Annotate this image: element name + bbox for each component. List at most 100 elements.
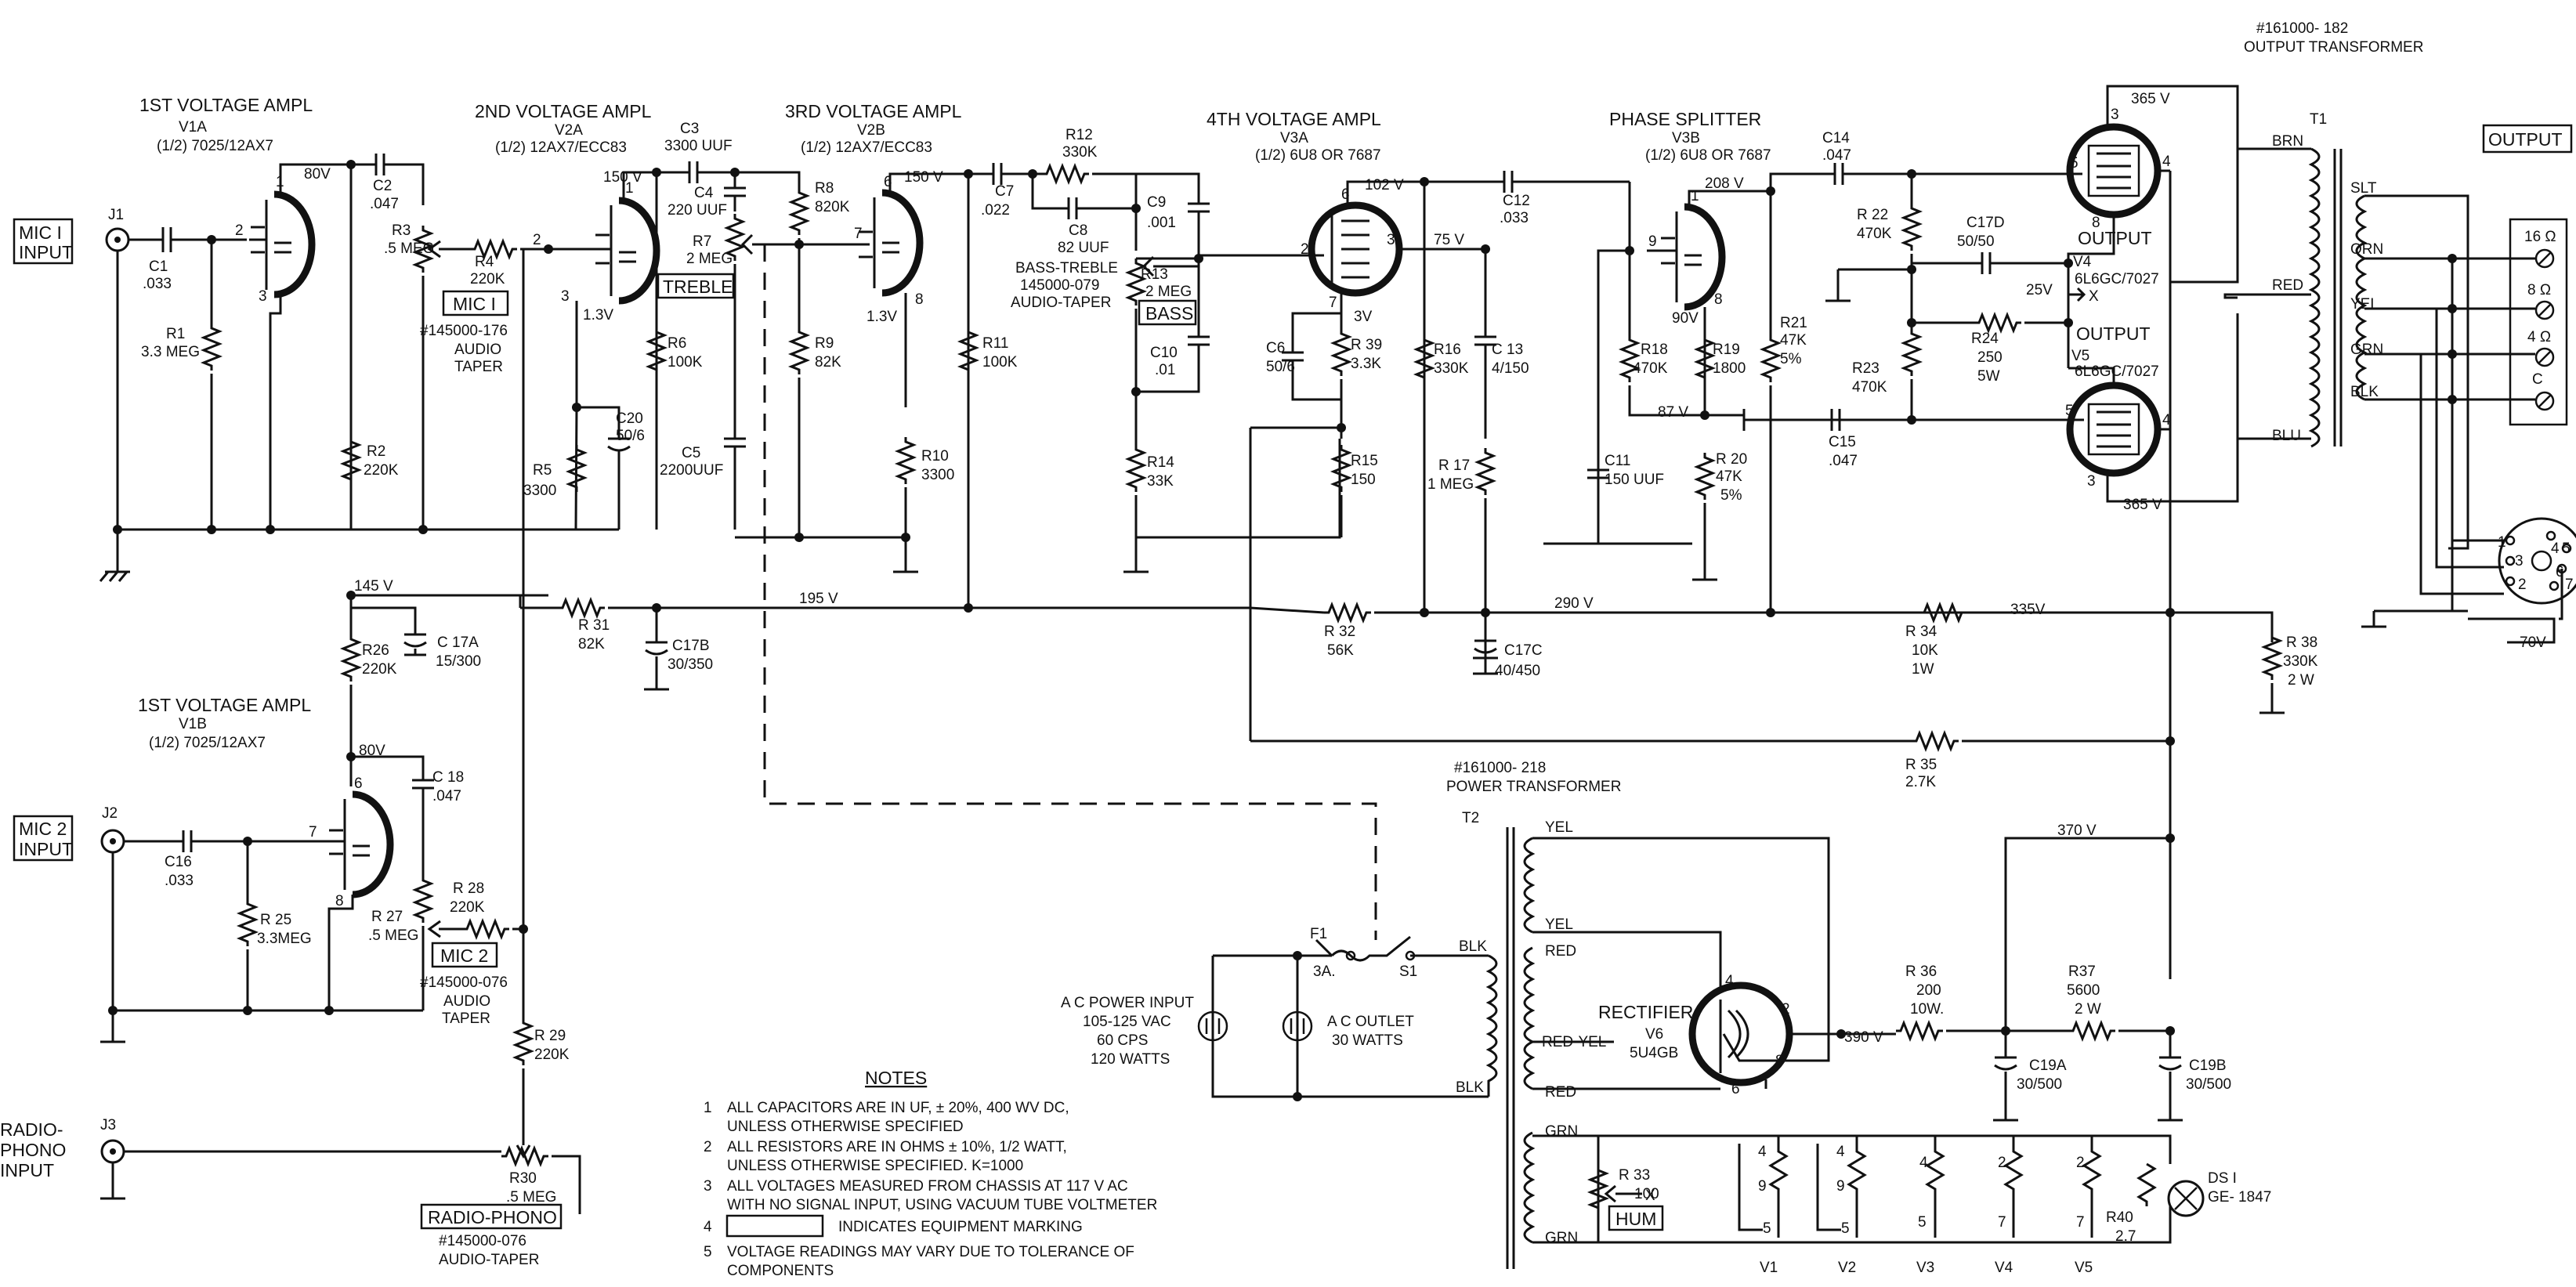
v3b-section: PHASE SPLITTER V3B (1/2) 6U8 OR 7687 1 9… <box>1543 109 2068 613</box>
svg-text:2 MEG: 2 MEG <box>686 251 733 267</box>
svg-text:8: 8 <box>335 893 344 909</box>
svg-text:C: C <box>2532 371 2543 388</box>
svg-text:2200UUF: 2200UUF <box>660 462 723 479</box>
svg-text:R24: R24 <box>1971 331 1999 347</box>
svg-text:5%: 5% <box>1720 487 1742 504</box>
svg-text:R 38: R 38 <box>2286 634 2317 651</box>
svg-text:YEL: YEL <box>1545 819 1573 836</box>
svg-text:1 MEG: 1 MEG <box>1427 476 1474 493</box>
svg-text:YEL: YEL <box>2350 296 2379 313</box>
svg-text:220 UUF: 220 UUF <box>668 202 727 219</box>
svg-text:30/500: 30/500 <box>2017 1076 2062 1093</box>
svg-text:R10: R10 <box>921 448 949 465</box>
svg-text:YEL: YEL <box>1545 916 1573 933</box>
svg-text:3.3K: 3.3K <box>1351 356 1381 372</box>
svg-text:C10: C10 <box>1150 345 1178 361</box>
mic1-section: J1 MIC I INPUT C1 .033 R1 3.3 MEG 1 2 3 … <box>13 95 619 582</box>
tube-v5: 5 4 3 <box>2056 381 2178 503</box>
svg-text:6L6GC/7027: 6L6GC/7027 <box>2075 363 2159 380</box>
svg-text:GRN: GRN <box>1545 1230 1578 1246</box>
svg-text:30/500: 30/500 <box>2186 1076 2231 1093</box>
svg-text:T1: T1 <box>2310 111 2327 128</box>
svg-text:33K: 33K <box>1147 473 1174 490</box>
svg-text:335V: 335V <box>2010 602 2046 618</box>
svg-text:145 V: 145 V <box>354 578 393 595</box>
svg-text:7: 7 <box>1998 1214 2006 1231</box>
svg-text:3: 3 <box>259 288 267 305</box>
svg-text:100K: 100K <box>668 354 703 371</box>
svg-text:5: 5 <box>2562 540 2571 557</box>
svg-text:C 18: C 18 <box>432 769 464 786</box>
svg-text:9: 9 <box>1836 1178 1845 1195</box>
svg-text:R14: R14 <box>1147 454 1174 471</box>
svg-text:A C OUTLET: A C OUTLET <box>1327 1014 1414 1030</box>
svg-text:C 13: C 13 <box>1492 342 1523 358</box>
svg-text:4: 4 <box>2162 154 2171 170</box>
svg-text:5: 5 <box>2065 403 2074 419</box>
svg-text:COMPONENTS: COMPONENTS <box>727 1263 834 1279</box>
svg-text:#161000- 182: #161000- 182 <box>2256 20 2348 37</box>
svg-text:PHONO: PHONO <box>0 1140 66 1160</box>
svg-text:INPUT: INPUT <box>0 1160 54 1180</box>
svg-text:30 WATTS: 30 WATTS <box>1332 1032 1403 1049</box>
svg-text:4TH VOLTAGE AMPL: 4TH VOLTAGE AMPL <box>1207 109 1381 129</box>
svg-text:2.7K: 2.7K <box>1905 774 1936 790</box>
jack-j1-label: J1 <box>108 207 124 223</box>
tube-v3b: 1 9 8 <box>1647 172 1835 415</box>
svg-text:INPUT: INPUT <box>19 839 73 859</box>
svg-text:R 32: R 32 <box>1324 624 1355 640</box>
svg-text:R 22: R 22 <box>1857 207 1888 223</box>
svg-text:J2: J2 <box>102 805 118 822</box>
svg-text:330K: 330K <box>2283 653 2318 670</box>
svg-text:3: 3 <box>704 1178 712 1195</box>
svg-text:200: 200 <box>1916 982 1941 999</box>
svg-text:2 W: 2 W <box>2288 672 2314 689</box>
svg-text:RADIO-: RADIO- <box>0 1119 63 1140</box>
svg-text:150: 150 <box>1351 472 1376 488</box>
radio-section: RADIO- PHONO INPUT J3 R30 .5 MEG RADIO-P… <box>0 1117 581 1268</box>
svg-text:ORN: ORN <box>2350 241 2383 258</box>
svg-text:C4: C4 <box>694 185 714 201</box>
svg-text:R23: R23 <box>1852 360 1880 377</box>
svg-text:290 V: 290 V <box>1554 595 1594 612</box>
svg-text:365 V: 365 V <box>2123 497 2162 513</box>
svg-text:GRN: GRN <box>2350 342 2383 358</box>
svg-text:47K: 47K <box>1716 468 1742 485</box>
svg-text:V1A: V1A <box>179 119 207 136</box>
svg-text:2: 2 <box>2518 577 2527 593</box>
svg-text:5%: 5% <box>1780 351 1802 367</box>
svg-text:3.3MEG: 3.3MEG <box>257 931 312 947</box>
svg-text:40/450: 40/450 <box>1495 663 1540 679</box>
svg-text:C 17A: C 17A <box>437 634 479 651</box>
svg-text:4: 4 <box>2162 412 2171 428</box>
svg-text:R13: R13 <box>1141 266 1168 283</box>
svg-text:R 25: R 25 <box>260 912 291 928</box>
svg-text:150 V: 150 V <box>904 169 943 186</box>
svg-text:R 36: R 36 <box>1905 963 1937 980</box>
svg-text:5: 5 <box>1763 1220 1771 1237</box>
svg-text:S1: S1 <box>1399 963 1417 980</box>
svg-text:8: 8 <box>1775 1053 1784 1069</box>
svg-text:470K: 470K <box>1857 226 1892 242</box>
svg-text:50/50: 50/50 <box>1957 233 1995 250</box>
svg-text:100: 100 <box>1634 1186 1659 1202</box>
svg-text:.5 MEG: .5 MEG <box>368 927 418 944</box>
svg-text:1.3V: 1.3V <box>583 307 613 324</box>
svg-text:AUDIO-TAPER: AUDIO-TAPER <box>439 1252 539 1268</box>
svg-text:C3: C3 <box>680 121 699 137</box>
svg-text:C19A: C19A <box>2029 1057 2067 1074</box>
svg-text:R5: R5 <box>533 462 552 479</box>
svg-text:R16: R16 <box>1434 342 1461 358</box>
svg-text:82 UUF: 82 UUF <box>1058 240 1109 256</box>
svg-text:3RD VOLTAGE AMPL: 3RD VOLTAGE AMPL <box>785 101 962 121</box>
svg-text:R6: R6 <box>668 335 686 352</box>
svg-text:2: 2 <box>1782 1001 1790 1018</box>
svg-text:87 V: 87 V <box>1658 404 1688 421</box>
svg-text:BRN: BRN <box>2272 133 2303 150</box>
svg-text:TAPER: TAPER <box>442 1010 490 1027</box>
svg-text:R 34: R 34 <box>1905 624 1937 640</box>
svg-text:C19B: C19B <box>2189 1057 2227 1074</box>
svg-text:8: 8 <box>2092 215 2100 231</box>
svg-text:3.3 MEG: 3.3 MEG <box>141 344 200 360</box>
